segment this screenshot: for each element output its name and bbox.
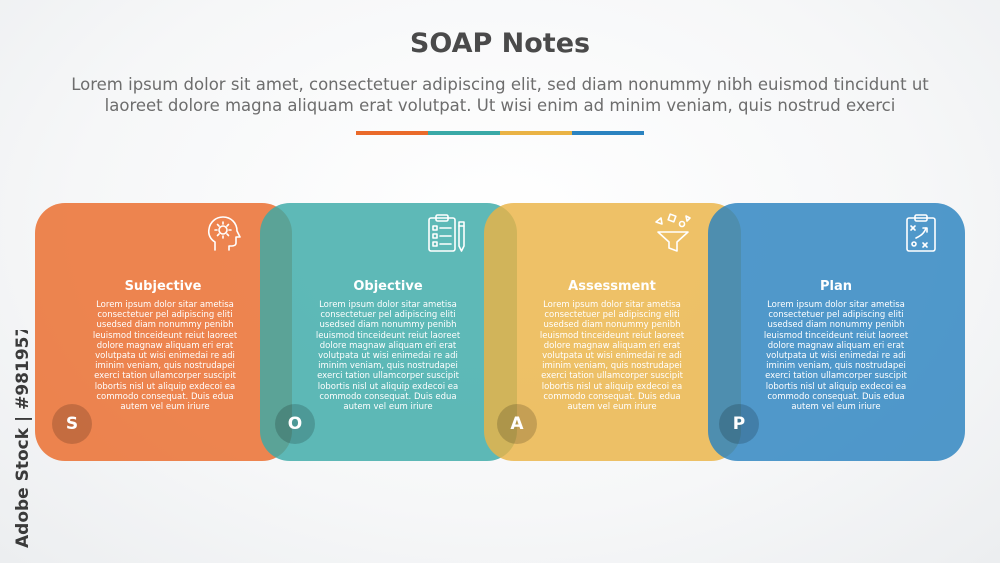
card-text-objective: Lorem ipsum dolor sitar ametisa consecte… xyxy=(315,300,461,413)
letter-badge-p: P xyxy=(719,404,759,444)
divider-segment-blue xyxy=(572,131,644,135)
card-subjective xyxy=(35,203,292,461)
stock-watermark: Adobe Stock | #981957365 xyxy=(13,330,33,548)
card-text-plan: Lorem ipsum dolor sitar ametisa consecte… xyxy=(763,300,909,413)
funnel-icon xyxy=(655,213,691,252)
card-text-subjective: Lorem ipsum dolor sitar ametisa consecte… xyxy=(92,300,238,413)
card-title-plan: Plan xyxy=(819,279,852,294)
divider-segment-orange xyxy=(356,131,428,135)
svg-text:Adobe Stock | #981957365: Adobe Stock | #981957365 xyxy=(13,330,33,548)
head-gear-icon xyxy=(207,216,241,251)
clipboard-checklist-icon xyxy=(428,214,465,252)
letter-badge-a: A xyxy=(497,404,537,444)
page-title: SOAP Notes xyxy=(409,28,591,59)
divider-segment-yellow xyxy=(500,131,572,135)
divider-segment-teal xyxy=(428,131,500,135)
strategy-clipboard-icon xyxy=(906,214,936,252)
letter-badge-o: O xyxy=(275,404,315,444)
letter-badge-s: S xyxy=(52,404,92,444)
card-text-assessment: Lorem ipsum dolor sitar ametisa consecte… xyxy=(539,300,685,413)
card-title-assessment: Assessment xyxy=(568,279,656,294)
card-title-objective: Objective xyxy=(353,279,423,294)
page-subtitle: Lorem ipsum dolor sit amet, consectetuer… xyxy=(71,75,929,115)
card-title-subjective: Subjective xyxy=(124,279,202,294)
card-assessment xyxy=(484,203,741,461)
card-plan xyxy=(708,203,965,461)
card-objective xyxy=(260,203,517,461)
